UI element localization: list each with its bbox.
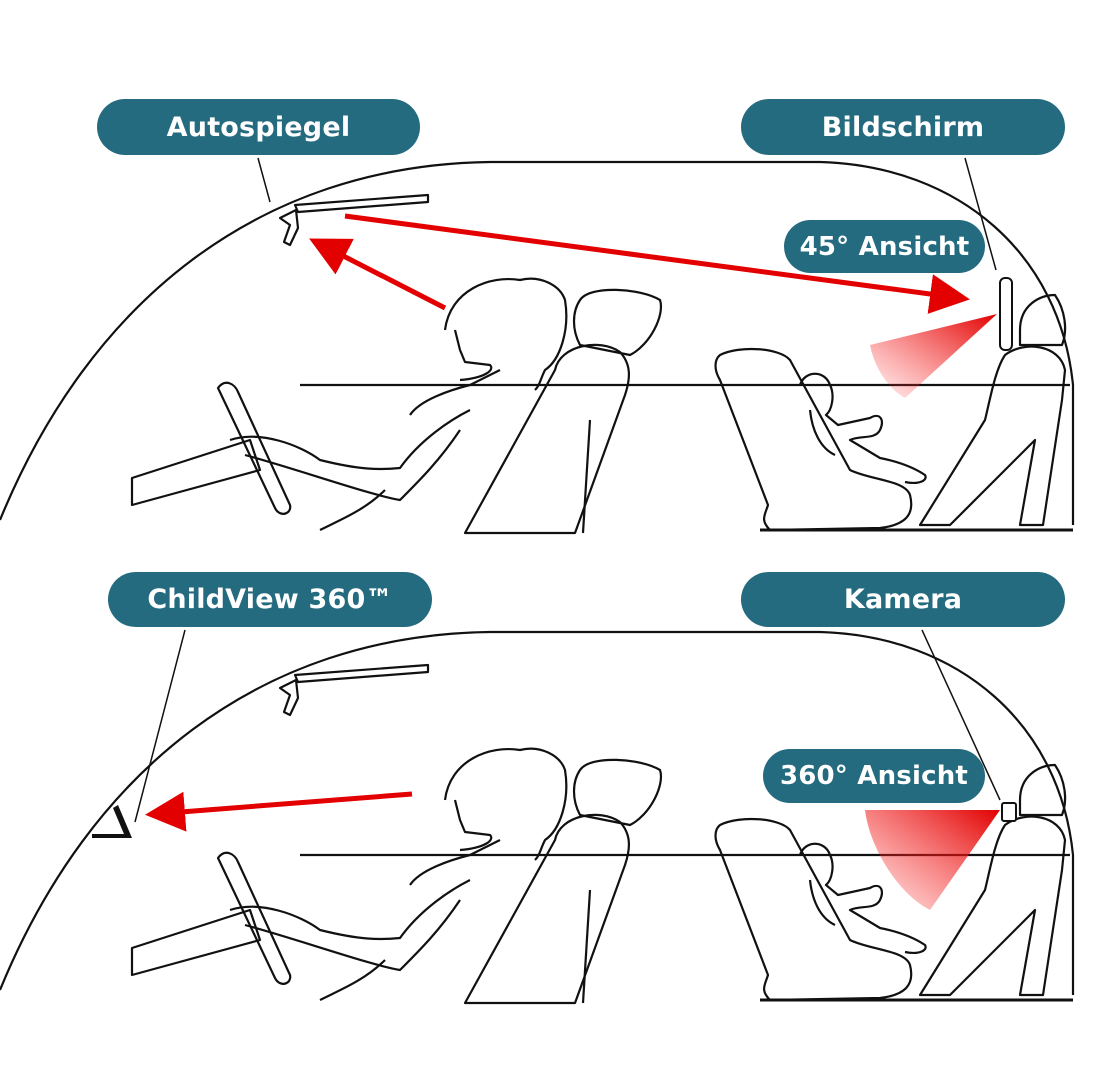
label-kamera: Kamera	[741, 572, 1065, 627]
arrow-to-childview	[145, 791, 413, 832]
label-autospiegel: Autospiegel	[97, 99, 420, 155]
pointer-childview	[134, 629, 186, 823]
arrow-to-screen	[344, 213, 970, 314]
camera-icon	[1001, 802, 1017, 822]
top-panel-interior	[0, 157, 1075, 535]
childview-monitor-icon	[92, 805, 132, 838]
view-cone-45	[870, 314, 997, 398]
pointer-screen	[964, 157, 997, 271]
bottom-panel-overlays	[92, 629, 1017, 910]
view-cone-360	[865, 810, 1000, 910]
label-childview-360: ChildView 360™	[108, 572, 432, 627]
pointer-camera	[921, 629, 1001, 801]
label-360-ansicht: 360° Ansicht	[763, 749, 985, 803]
label-45-ansicht: 45° Ansicht	[784, 220, 985, 273]
pointer-mirror	[257, 157, 271, 203]
screen-icon	[999, 277, 1013, 351]
arrow-to-mirror	[309, 238, 447, 311]
label-bildschirm: Bildschirm	[741, 99, 1065, 155]
